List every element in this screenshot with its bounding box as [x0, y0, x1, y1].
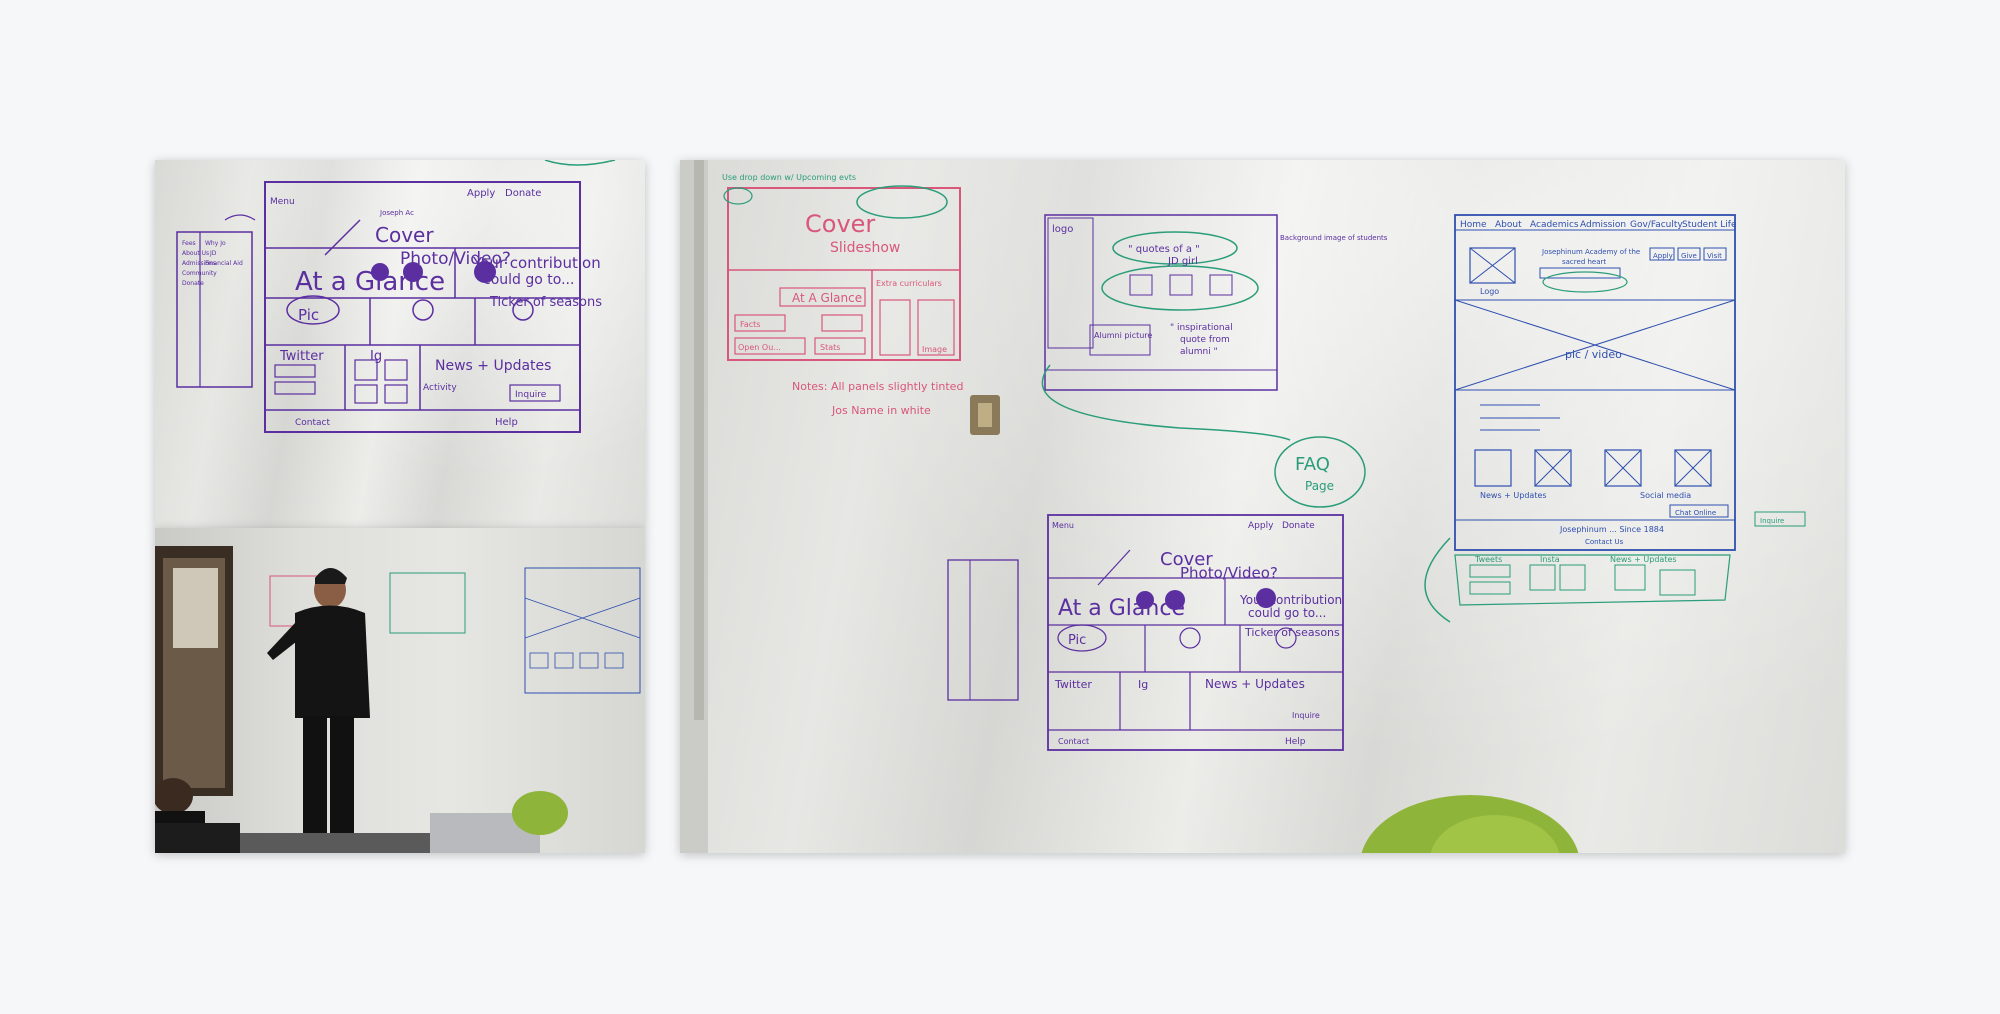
blue-give: Give: [1681, 252, 1697, 260]
sketch-a-menu: Menu: [270, 197, 295, 207]
blue-logo: Logo: [1480, 287, 1499, 296]
blue-news: News + Updates: [1480, 491, 1547, 500]
blue-nav-academics: Academics: [1530, 220, 1579, 230]
sketch-a-contact: Contact: [295, 418, 330, 428]
purple-cover-2: Photo/Video?: [1180, 564, 1278, 582]
sketch-a-news: News + Updates: [435, 358, 551, 374]
sketch-a-drawing: Menu Joseph Ac Apply Donate Cover Photo/…: [176, 160, 616, 433]
pink-extra: Extra curriculars: [876, 279, 942, 288]
purple-cover-1: Cover: [1160, 549, 1213, 570]
green-alumni-pic: Alumni picture: [1094, 331, 1152, 340]
purple-contrib-2: could go to...: [1248, 606, 1326, 620]
purple-donate: Donate: [1282, 521, 1315, 531]
whiteboard-drawings: Use drop down w/ Upcoming evts Cover Sli…: [680, 160, 1806, 853]
purple-apply: Apply: [1248, 521, 1274, 531]
green-quote-2: JD girl: [1167, 256, 1198, 267]
blue-news-bottom: News + Updates: [1610, 555, 1677, 564]
purple-glance: At a Glance: [1058, 596, 1185, 621]
blue-insta: Insta: [1540, 555, 1560, 564]
pink-open: Open Ou...: [738, 343, 781, 352]
sketch-a-cover-2: Photo/Video?: [400, 249, 511, 269]
purple-contact: Contact: [1058, 737, 1089, 746]
blue-social: Social media: [1640, 491, 1691, 500]
green-alumni-quote-2: quote from: [1180, 335, 1230, 345]
purple-ig: Ig: [1138, 678, 1148, 691]
blue-nav-gov: Gov/Faculty: [1630, 220, 1683, 230]
sketch-green: logo " quotes of a " JD girl Alumni pict…: [1041, 214, 1388, 508]
blue-nav-home: Home: [1460, 220, 1487, 230]
blue-apply: Apply: [1653, 252, 1673, 260]
purple-ticker: Ticker of seasons: [1244, 626, 1340, 639]
purple-twitter: Twitter: [1054, 678, 1092, 691]
sketch-blue: Home About Academics Admission Gov/Facul…: [1424, 214, 1806, 623]
blue-school-2: sacred heart: [1562, 258, 1606, 266]
blue-visit: Visit: [1707, 252, 1722, 260]
green-quote-1: " quotes of a ": [1128, 244, 1200, 255]
sketch-a-side-3: Admissions: [182, 260, 216, 267]
pink-cover: Cover: [805, 210, 875, 238]
pink-image: Image: [922, 345, 947, 354]
green-faq-1: FAQ: [1295, 454, 1330, 475]
pink-slideshow: Slideshow: [830, 240, 900, 256]
sketch-a-side-8: Financial Aid: [205, 260, 243, 267]
blue-nav-admission: Admission: [1580, 220, 1626, 230]
green-alumni-quote-1: " inspirational: [1170, 323, 1233, 333]
sketch-purple-repeat: Menu Apply Donate Cover Photo/Video? At …: [947, 514, 1344, 751]
blue-school-1: Josephinum Academy of the: [1541, 248, 1640, 256]
green-faq-2: Page: [1305, 479, 1334, 493]
sketch-a-apply: Apply: [467, 188, 495, 199]
sketch-a-side-5: Donate: [182, 280, 204, 287]
sketch-a-ticker: Ticker of seasons: [489, 295, 602, 310]
sketch-a-activity: Activity: [423, 383, 457, 393]
sketch-a-side-2: About Us: [182, 250, 209, 257]
blue-chat: Chat Online: [1675, 509, 1716, 517]
sketch-a-side-4: Community: [182, 270, 217, 277]
sketch-pink: Use drop down w/ Upcoming evts Cover Sli…: [722, 173, 963, 417]
photo-sketch-closeup: Menu Joseph Ac Apply Donate Cover Photo/…: [155, 160, 645, 528]
blue-since: Josephinum ... Since 1884: [1559, 525, 1664, 534]
sketch-a-contrib-1: Your contribution: [472, 254, 601, 272]
sketch-a-donate: Donate: [505, 188, 541, 199]
purple-menu: Menu: [1052, 521, 1074, 530]
pink-note-1: Notes: All panels slightly tinted: [792, 380, 963, 393]
sketch-a-inquire: Inquire: [515, 390, 547, 400]
purple-contrib-1: Your contribution: [1239, 593, 1342, 607]
sketch-a-cover-1: Cover: [375, 223, 434, 247]
sketch-a-logo: Joseph Ac: [379, 209, 414, 217]
pink-facts: Facts: [740, 320, 760, 329]
pink-top-note: Use drop down w/ Upcoming evts: [722, 173, 856, 182]
sketch-a-help: Help: [495, 417, 518, 428]
green-alumni-quote-3: alumni ": [1180, 347, 1218, 357]
purple-pic: Pic: [1068, 633, 1086, 648]
sketch-a-ig: Ig: [370, 349, 382, 364]
photo-room: [155, 528, 645, 853]
sketch-a-side-7: JD: [209, 250, 217, 257]
sketch-a-side-1: Fees: [182, 240, 196, 247]
sketch-a-side-6: Why Jo: [205, 240, 226, 247]
blue-tweets: Tweets: [1474, 555, 1502, 564]
pink-glance: At A Glance: [792, 291, 862, 305]
purple-news: News + Updates: [1205, 677, 1305, 691]
purple-inquire: Inquire: [1292, 711, 1320, 720]
pink-stats: Stats: [820, 343, 840, 352]
blue-inquire: Inquire: [1760, 517, 1784, 525]
photo-whiteboard-wide: Use drop down w/ Upcoming evts Cover Sli…: [680, 160, 1845, 853]
sketch-a-pic: Pic: [298, 306, 319, 324]
sketch-a-twitter: Twitter: [279, 349, 324, 364]
green-bg-note: Background image of students: [1280, 234, 1388, 242]
green-logo: logo: [1052, 224, 1073, 235]
pink-note-2: Jos Name in white: [831, 404, 931, 417]
blue-contact: Contact Us: [1585, 538, 1624, 546]
purple-help: Help: [1285, 737, 1306, 747]
room-scene: [155, 546, 641, 853]
blue-nav-student: Student Life: [1682, 220, 1737, 230]
blue-media: pic / video: [1565, 348, 1622, 361]
blue-nav-about: About: [1495, 220, 1522, 230]
sketch-a-contrib-2: could go to...: [483, 272, 574, 288]
sketch-a-glance: At a Glance: [295, 267, 445, 297]
